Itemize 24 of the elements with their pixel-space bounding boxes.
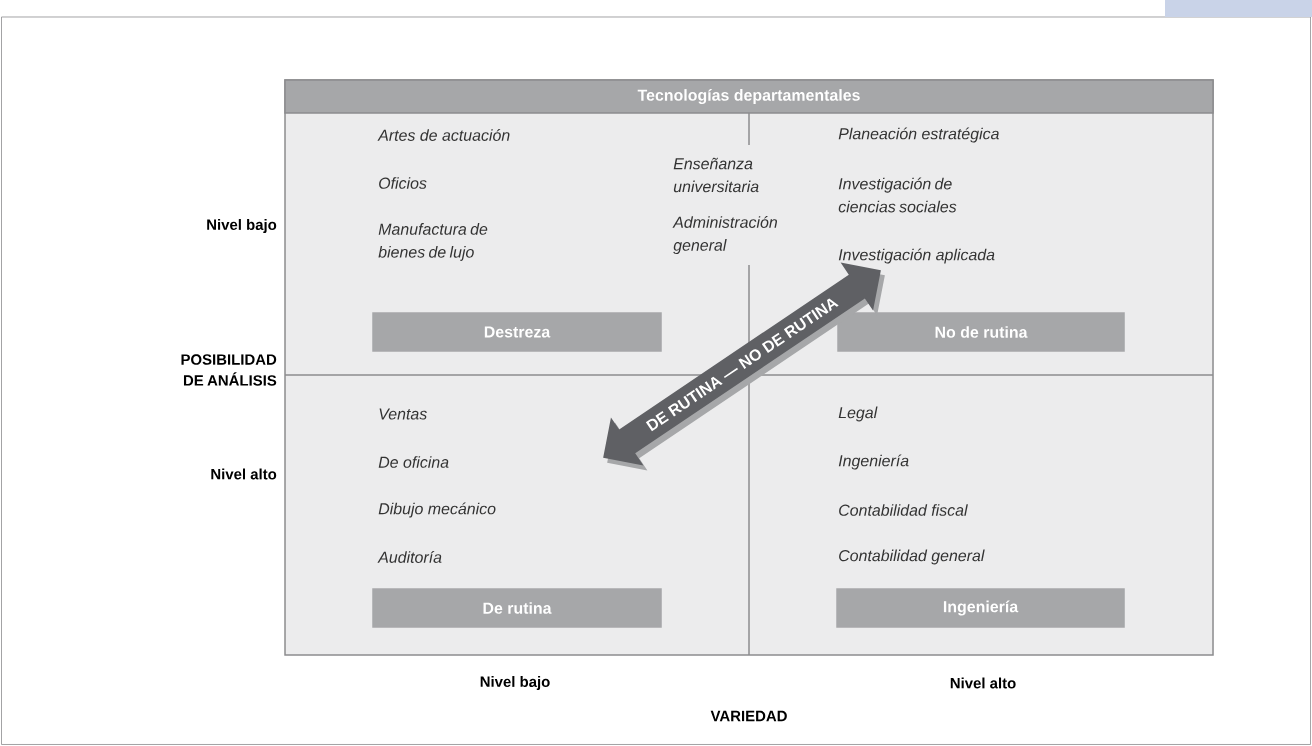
category-bar: No de rutina — [837, 312, 1125, 352]
category-bar: De rutina — [372, 588, 662, 628]
list-item: Ventas — [379, 408, 427, 420]
axis-label: Nivel alto — [211, 468, 277, 480]
category-bar: Destreza — [372, 312, 662, 352]
header-band: Tecnologías departamentales — [284, 79, 1214, 114]
list-item: Contabilidad fiscal — [839, 504, 968, 516]
category-bar: Ingeniería — [836, 588, 1125, 628]
list-item: Investigación de ciencias sociales — [838, 177, 957, 213]
axis-label: Nivel bajo — [480, 676, 550, 690]
axis-label: POSIBILIDAD DE ANÁLISIS — [181, 354, 277, 386]
list-item: Auditoría — [377, 551, 442, 563]
list-item: Contabilidad general — [839, 549, 985, 565]
list-item: Oficios — [379, 177, 427, 189]
axis-label: VARIEDAD — [710, 710, 787, 722]
list-item: De oficina — [378, 456, 449, 468]
list-item: Legal — [838, 406, 878, 422]
list-item: Artes de actuación — [377, 129, 510, 141]
axis-label: Nivel alto — [950, 677, 1016, 689]
axis-label: Nivel bajo — [207, 219, 277, 233]
list-item: Enseñanza universitaria — [673, 157, 759, 193]
list-item: Manufactura de bienes de lujo — [378, 223, 488, 261]
list-item: Dibujo mecánico — [378, 502, 496, 518]
list-item: Investigación aplicada — [838, 248, 995, 264]
